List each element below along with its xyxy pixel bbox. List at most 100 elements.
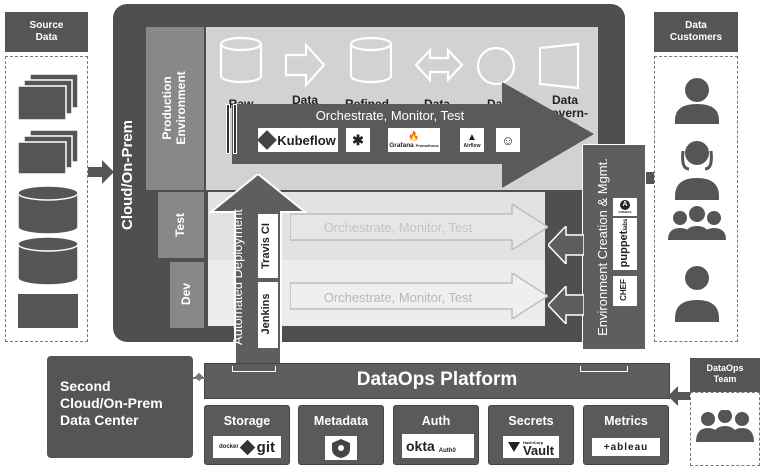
cloud-on-prem-label: Cloud/On-Prem bbox=[119, 120, 136, 231]
metrics-title: Metrics bbox=[604, 414, 648, 428]
production-stub-bar-1 bbox=[226, 104, 230, 154]
data-customers-header: Data Customers bbox=[654, 12, 738, 52]
source-data-header: Source Data bbox=[5, 12, 88, 52]
automated-deployment-label: Automated Deployment bbox=[230, 209, 245, 345]
team-group-icon bbox=[696, 410, 754, 442]
tableau-text: +ableau bbox=[603, 441, 649, 453]
hashicorp-text: HashiCorp bbox=[522, 440, 544, 445]
dc-connector-dot bbox=[194, 372, 204, 382]
grafana-text: Grafana bbox=[389, 142, 414, 149]
secrets-title: Secrets bbox=[508, 414, 554, 428]
source-to-cloud-arrow bbox=[88, 160, 114, 184]
storage-title: Storage bbox=[223, 414, 271, 428]
production-label-box bbox=[146, 27, 204, 190]
prometheus-text: Prometheus bbox=[415, 143, 439, 148]
raw-data-icon bbox=[219, 36, 263, 84]
customer-icons bbox=[668, 78, 726, 322]
ansible-text: ANSIBLE bbox=[618, 210, 632, 214]
production-orchestrate-text: Orchestrate, Monitor, Test bbox=[315, 108, 465, 123]
dataops-team-header: DataOps Team bbox=[690, 358, 760, 392]
puppet-text: puppetlabs bbox=[618, 217, 632, 269]
secrets-box: Secrets HashiCorp Vault bbox=[488, 405, 574, 465]
dev-orchestrate-text: Orchestrate, Monitor, Test bbox=[323, 290, 473, 305]
dataops-team-panel: DataOps Team bbox=[690, 358, 760, 466]
puppet-logo: puppetlabs bbox=[613, 218, 637, 270]
test-orchestrate-arrow bbox=[290, 204, 548, 250]
storage-logo: docker git bbox=[213, 436, 281, 458]
vault-triangle-icon bbox=[507, 442, 520, 452]
data-customers-panel: Data Customers bbox=[654, 12, 738, 342]
dev-orchestrate-arrow bbox=[290, 273, 548, 319]
metrics-logo: +ableau bbox=[592, 438, 660, 456]
data-governance-icon bbox=[538, 42, 580, 90]
dev-label-box bbox=[170, 262, 204, 328]
second-data-center-box bbox=[47, 356, 193, 458]
kubeflow-text: Kubeflow bbox=[277, 132, 336, 148]
secrets-logo: HashiCorp Vault bbox=[503, 436, 559, 458]
production-stub-bar-2 bbox=[233, 104, 237, 154]
source-data-panel: Source Data bbox=[5, 12, 88, 342]
stage-icons bbox=[219, 36, 580, 90]
metadata-title: Metadata bbox=[313, 414, 369, 428]
file-block-icon bbox=[18, 294, 78, 328]
travis-ci-text: Travis CI bbox=[260, 223, 272, 269]
airflow-text: Airflow bbox=[463, 142, 481, 149]
git-icon bbox=[239, 439, 255, 455]
data-circle-icon bbox=[476, 46, 516, 86]
kubeflow-icon bbox=[257, 130, 278, 150]
production-label: Production Environment bbox=[160, 71, 188, 145]
env-mgmt-arrow-test bbox=[548, 226, 584, 264]
data-transform-icon bbox=[284, 42, 326, 88]
metadata-box: Metadata bbox=[298, 405, 384, 465]
document-stack-icon bbox=[17, 73, 79, 121]
docker-text: docker bbox=[218, 444, 239, 450]
puppet-word: puppet bbox=[618, 230, 630, 268]
second-data-center-label: Second Cloud/On-Prem Data Center bbox=[60, 378, 163, 428]
kubeflow-logo: Kubeflow bbox=[257, 128, 338, 152]
puppet-labs: labs bbox=[623, 218, 629, 231]
airflow-logo: ▲ Airflow bbox=[460, 128, 484, 152]
vault-text: Vault bbox=[522, 443, 555, 458]
data-exchange-icon bbox=[414, 47, 464, 83]
dataops-team-box bbox=[690, 392, 760, 466]
database-icon bbox=[17, 185, 79, 235]
chef-text: CHEF bbox=[619, 279, 628, 301]
stage-label-data-1: Data bbox=[291, 93, 318, 107]
auth-logo: okta Auth0 bbox=[402, 434, 474, 458]
env-mgmt-arrow-dev bbox=[548, 286, 584, 324]
storage-box: Storage docker git bbox=[204, 405, 290, 465]
metadata-icon bbox=[332, 439, 350, 458]
test-label-box bbox=[158, 192, 204, 258]
okta-text: okta bbox=[406, 438, 435, 454]
jenkins-text: Jenkins bbox=[260, 293, 272, 335]
git-text: git bbox=[256, 438, 275, 456]
source-icons bbox=[17, 73, 79, 328]
pinwheel-logo: ✱ bbox=[346, 128, 370, 152]
document-stack-icon bbox=[17, 129, 79, 175]
metrics-box: Metrics +ableau bbox=[583, 405, 669, 465]
ansible-icon: A bbox=[620, 200, 630, 210]
jenkins-logo: Jenkins bbox=[258, 282, 278, 348]
woman-icon bbox=[675, 141, 719, 200]
pandas-logo: ☺ bbox=[496, 128, 520, 152]
platform-stub-left bbox=[232, 366, 276, 372]
platform-stub-right bbox=[580, 366, 628, 372]
grafana-prometheus-logo: 🔥 Grafana Prometheus bbox=[388, 128, 440, 152]
prometheus-icon: 🔥 bbox=[408, 131, 420, 141]
travis-ci-logo: Travis CI bbox=[258, 214, 278, 278]
env-mgmt-label: Environment Creation & Mgmt. bbox=[595, 158, 610, 336]
database-icon bbox=[17, 236, 79, 286]
test-orchestrate-text: Orchestrate, Monitor, Test bbox=[323, 220, 473, 235]
group-icon bbox=[668, 206, 726, 240]
dataops-platform-label: DataOps Platform bbox=[356, 369, 518, 390]
refined-data-icon bbox=[349, 36, 393, 84]
test-label: Test bbox=[173, 213, 187, 237]
chef-logo: CHEF bbox=[613, 276, 637, 306]
auth0-text: Auth0 bbox=[438, 448, 456, 454]
ansible-logo: A ANSIBLE bbox=[613, 198, 637, 216]
dataops-platform-bar bbox=[204, 363, 670, 399]
dev-label: Dev bbox=[179, 283, 193, 306]
auth-box: Auth okta Auth0 bbox=[393, 405, 479, 465]
airflow-icon: ▲ bbox=[467, 131, 477, 143]
metadata-logo bbox=[325, 436, 357, 460]
